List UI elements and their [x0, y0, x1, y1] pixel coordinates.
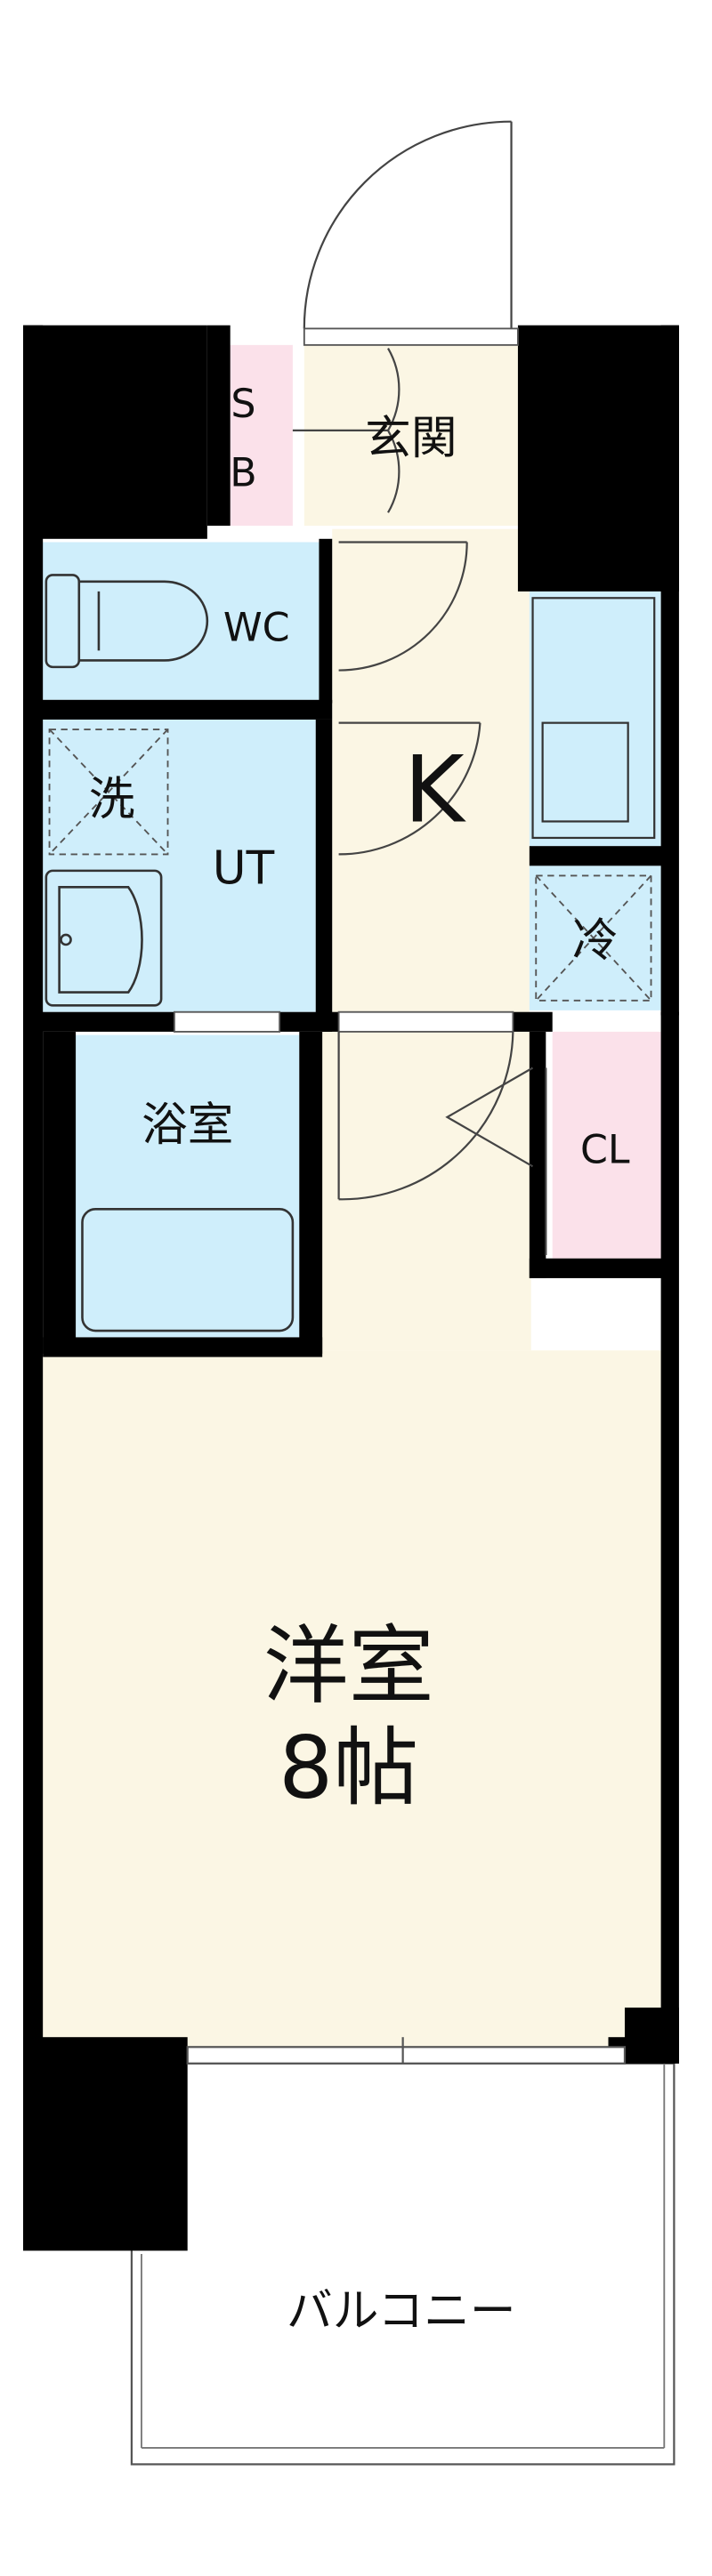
balcony-floor: [130, 2062, 676, 2466]
closet-label: CL: [580, 1128, 630, 1173]
entrance-door-frame: [303, 327, 519, 346]
storage-room: [230, 344, 293, 527]
utility-label: UT: [213, 842, 275, 896]
ut-window: [173, 1010, 281, 1033]
storage-label-bottom: B: [230, 451, 256, 496]
bedroom-floor: [43, 1350, 661, 2048]
balcony-label: バルコニー: [287, 2284, 515, 2338]
hall-frame: [337, 1010, 514, 1033]
kitchen-label: K: [404, 737, 466, 843]
entrance-label: 玄関: [365, 412, 457, 465]
entrance-floor: [303, 344, 518, 527]
closet-room: [552, 1031, 661, 1259]
storage-label-top: S: [231, 382, 255, 427]
balcony-window: [186, 2037, 627, 2065]
bath-label: 浴室: [142, 1099, 233, 1152]
bedroom-label: 洋室: [263, 1616, 434, 1716]
walls: [22, 325, 679, 2251]
floors: [43, 344, 676, 2466]
toilet-fixture: [44, 574, 209, 669]
door-swings: [292, 347, 534, 1201]
hallway-floor: [322, 1021, 531, 1351]
fridge-space-marker: [535, 874, 652, 1002]
washer-space: [48, 729, 169, 856]
entrance-door-swing: [303, 120, 513, 329]
hall-kitchen-floor: [332, 528, 530, 1022]
toilet-label: WC: [223, 605, 290, 650]
washbasin: [44, 869, 163, 1007]
bathtub: [81, 1208, 295, 1332]
washer-label: 洗: [89, 773, 135, 826]
fridge-label: 冷: [572, 914, 619, 968]
bedroom-size-label: 8帖: [279, 1719, 418, 1818]
kitchen-sink: [531, 597, 656, 840]
